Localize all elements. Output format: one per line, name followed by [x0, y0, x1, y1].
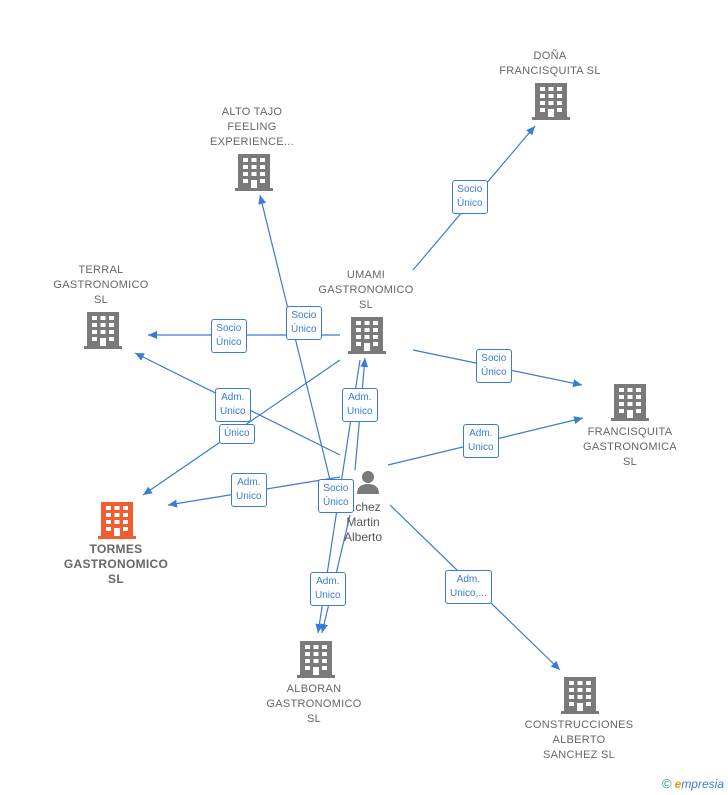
building-icon[interactable] [235, 154, 273, 191]
edge-label-umami-tormes: Único [219, 424, 255, 444]
node-label-person[interactable]: ...chez Martin Alberto [343, 500, 383, 544]
edge-label-person-alboran: Adm. Unico [310, 572, 346, 606]
building-icon[interactable] [561, 677, 599, 714]
edge-label-person-francisquita: Adm. Unico [463, 424, 499, 458]
edge-label-person-alto-tajo: Socio Único [286, 306, 322, 340]
building-icon[interactable] [84, 312, 122, 349]
icons-layer [84, 83, 649, 714]
edge-label-umami-francisquita: Socio Único [476, 349, 512, 383]
building-icon[interactable] [532, 83, 570, 120]
brand-name: mpresia [681, 777, 724, 791]
edge-label-umami-dona: Socio Único [452, 180, 488, 214]
node-label-dona[interactable]: DOÑA FRANCISQUITA SL [499, 50, 601, 77]
person-icon[interactable] [357, 471, 379, 494]
edge-label-person-tormes: Adm. Unico [231, 473, 267, 507]
building-icon[interactable] [348, 317, 386, 354]
node-label-tormes[interactable]: TORMES GASTRONOMICO SL [63, 542, 169, 586]
edge-label-person-terral: Adm. Unico [215, 388, 251, 422]
node-label-alto-tajo[interactable]: ALTO TAJO FEELING EXPERIENCE... [210, 106, 294, 148]
node-label-terral[interactable]: TERRAL GASTRONOMICO SL [53, 264, 149, 306]
node-label-francisquita[interactable]: FRANCISQUITA GASTRONOMICA SL [582, 426, 678, 468]
copyright-icon: © [662, 776, 672, 791]
node-label-umami[interactable]: UMAMI GASTRONOMICO SL [318, 269, 414, 311]
node-label-alboran[interactable]: ALBORAN GASTRONOMICO SL [266, 683, 362, 725]
building-icon[interactable] [297, 641, 335, 678]
node-label-construcciones[interactable]: CONSTRUCCIONES ALBERTO SANCHEZ SL [524, 719, 634, 761]
building-icon[interactable] [611, 384, 649, 421]
edge-label-umami-alboran: Socio Único [318, 479, 354, 513]
brand-initial: e [674, 777, 682, 791]
edge-label-person-construcciones: Adm. Unico,... [445, 570, 492, 604]
building-icon[interactable] [98, 502, 136, 539]
footer-brand: ©empresia [662, 776, 724, 791]
edge-label-person-umami: Adm. Unico [342, 388, 378, 422]
edge-label-umami-terral: Socio Único [211, 319, 247, 353]
